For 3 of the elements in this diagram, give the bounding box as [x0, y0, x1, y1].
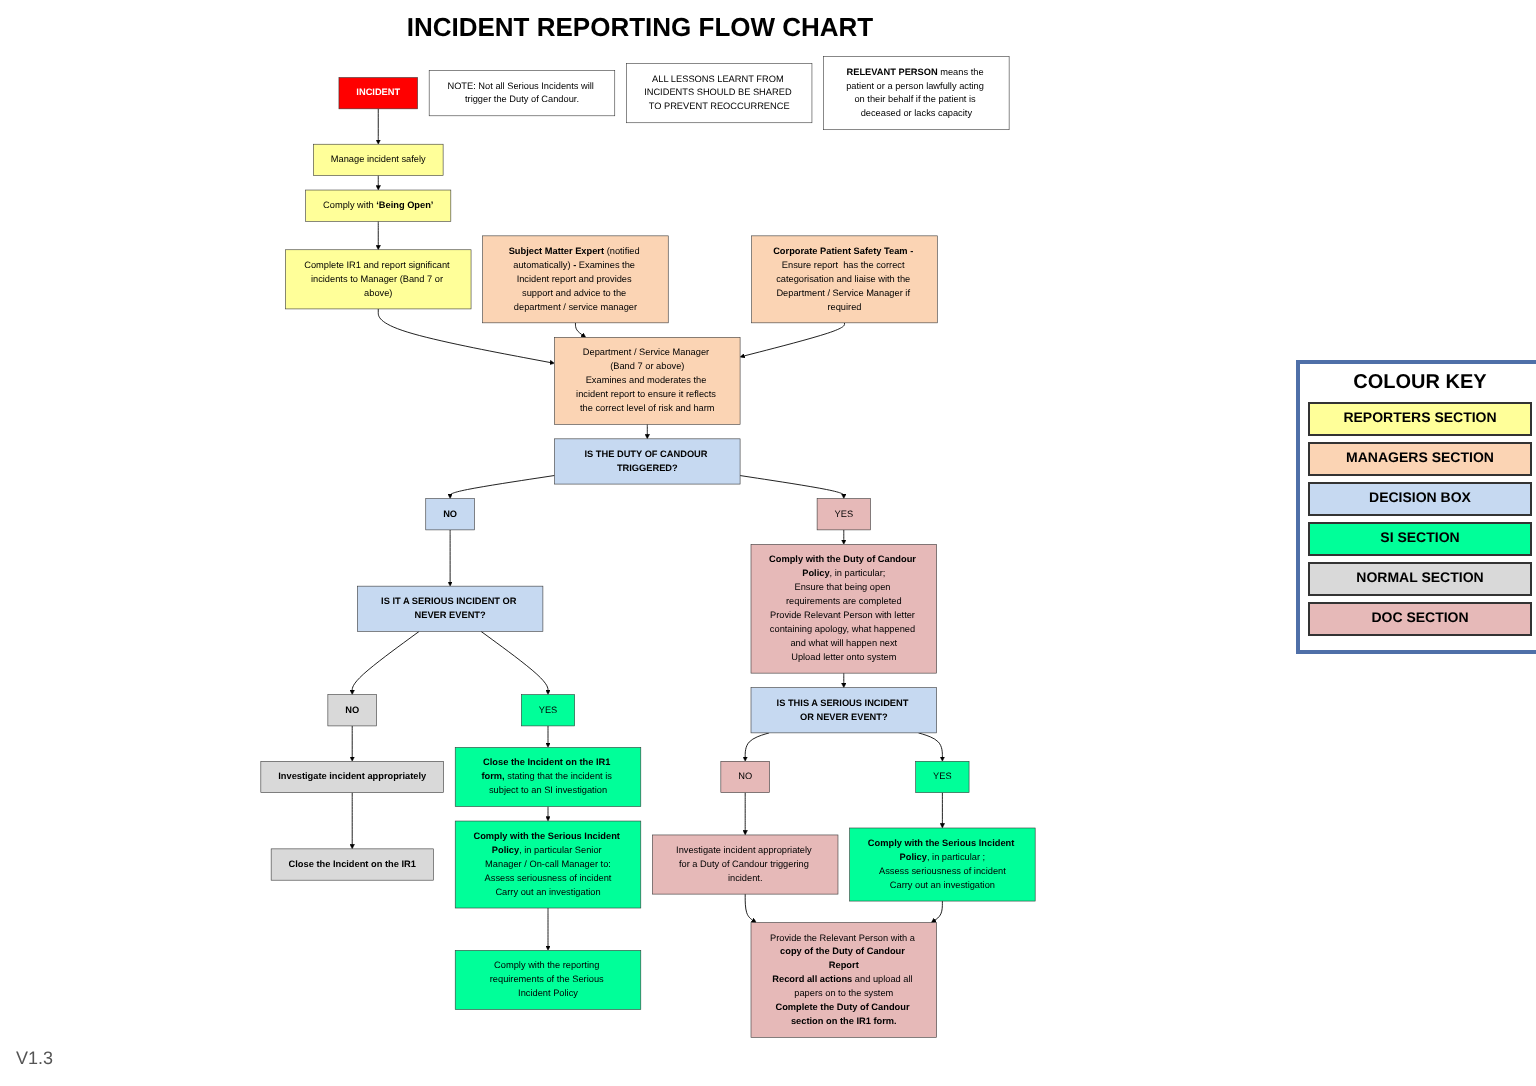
legend-title: COLOUR KEY [1351, 372, 1489, 394]
version-label: V1.3 [16, 1048, 54, 1068]
chart-title: INCIDENT REPORTING FLOW CHART [404, 12, 876, 42]
